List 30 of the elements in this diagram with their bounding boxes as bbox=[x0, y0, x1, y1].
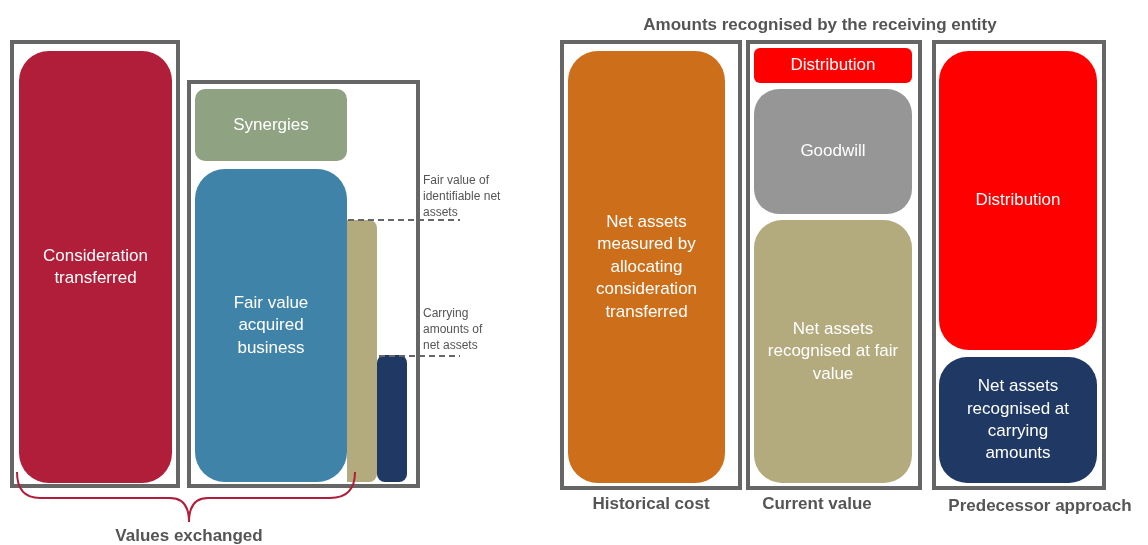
value-block bbox=[195, 169, 347, 482]
block-text: Net assets recognised at carrying amounts bbox=[965, 375, 1071, 465]
value-bar bbox=[347, 220, 377, 482]
frame-box bbox=[187, 80, 420, 488]
level-note: Fair value of identifiable net assets bbox=[423, 172, 501, 221]
frame-box bbox=[560, 40, 742, 490]
column-heading: Predecessor approach bbox=[948, 496, 1132, 516]
frame-box bbox=[746, 40, 922, 490]
block-text: Synergies bbox=[232, 113, 310, 136]
block-text: Net assets measured by allocating consideration transferred bbox=[594, 210, 699, 323]
value-block bbox=[195, 89, 347, 161]
block-text: Distribution bbox=[789, 54, 877, 77]
value-block bbox=[939, 51, 1097, 350]
value-block bbox=[754, 48, 912, 83]
block-text: Fair value acquired business bbox=[232, 291, 310, 359]
heading: Amounts recognised by the receiving entity bbox=[643, 15, 997, 35]
block-text: Goodwill bbox=[799, 140, 867, 163]
block-text: Distribution bbox=[974, 189, 1062, 212]
value-bar bbox=[377, 355, 407, 482]
value-block bbox=[939, 357, 1097, 483]
value-block bbox=[754, 220, 912, 483]
value-block bbox=[568, 51, 725, 483]
frame-box bbox=[932, 40, 1106, 490]
column-heading: Current value bbox=[762, 494, 872, 514]
level-note: Carrying amounts of net assets bbox=[423, 305, 484, 354]
block-text: Net assets recognised at fair value bbox=[766, 317, 900, 385]
block-text: Consideration transferred bbox=[42, 244, 149, 289]
value-block bbox=[754, 89, 912, 214]
group-heading: Values exchanged bbox=[115, 526, 263, 545]
column-heading: Historical cost bbox=[592, 494, 710, 514]
